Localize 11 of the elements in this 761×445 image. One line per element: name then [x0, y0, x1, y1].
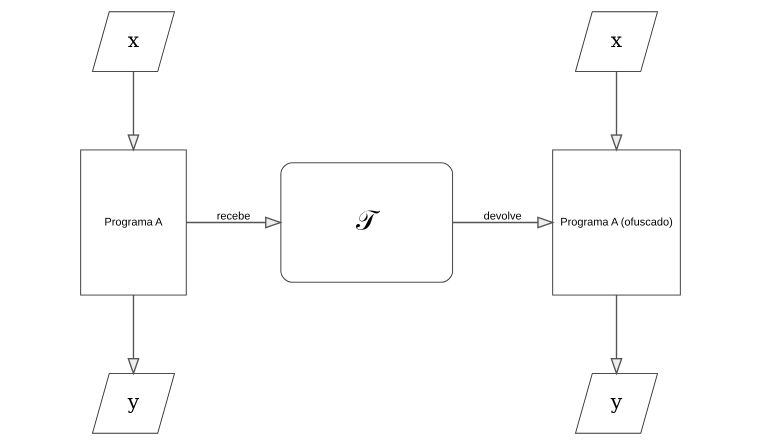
arrow: [127, 295, 140, 376]
arrow: [610, 72, 623, 152]
arrow: [452, 216, 555, 229]
node-box: Programa A (ofuscado): [552, 150, 681, 296]
edge-label: devolve: [484, 210, 522, 222]
arrow: [127, 72, 140, 152]
edge-label: recebe: [216, 210, 250, 222]
node-box: 𝒯: [280, 162, 454, 283]
arrow: [610, 295, 623, 376]
node-box: Programa A: [80, 150, 187, 296]
arrow: [186, 216, 283, 229]
